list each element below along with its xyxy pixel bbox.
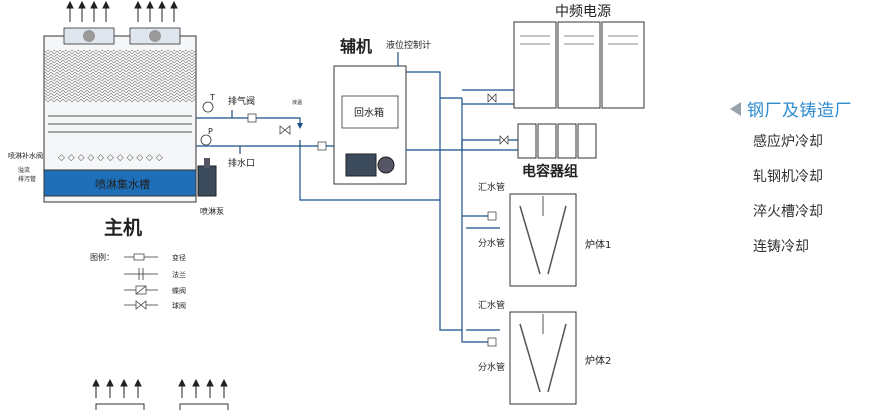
furnace-2 — [509, 311, 577, 405]
legend-item-flange: 法兰 — [172, 270, 186, 279]
split-pipe-1-label: 分水管 — [478, 237, 505, 249]
temp-gauge-label: T — [209, 93, 215, 102]
main-unit-label: 主机 — [104, 217, 142, 239]
distribution-pipes — [397, 52, 518, 347]
capacitor-group — [517, 123, 597, 159]
exhaust-arrows-top — [66, 0, 178, 22]
panel-item-continuous-casting: 连铸冷却 — [753, 239, 809, 255]
pressure-gauge-label: P — [208, 127, 213, 136]
aux-unit — [333, 65, 407, 185]
svg-text:◇ ◇ ◇ ◇ ◇ ◇ ◇ ◇ ◇ ◇ ◇: ◇ ◇ ◇ ◇ ◇ ◇ ◇ ◇ ◇ ◇ ◇ — [58, 153, 163, 163]
main-unit-tower: ◇ ◇ ◇ ◇ ◇ ◇ ◇ ◇ ◇ ◇ ◇ — [43, 27, 197, 203]
return-tank-label: 回水箱 — [354, 106, 384, 119]
split-pipe-2-label: 分水管 — [478, 361, 505, 373]
legend-item-reducer: 变径 — [172, 253, 186, 262]
spray-pump-label: 喷淋泵 — [200, 206, 224, 216]
power-supply-cabinets — [513, 21, 645, 109]
spray-pump-icon — [197, 158, 217, 197]
legend-item-butterfly-valve: 蝶阀 — [172, 286, 186, 295]
furnace-1-label: 炉体1 — [585, 239, 611, 251]
small-label: 液温 — [292, 99, 302, 106]
panel-title: 钢厂及铸造厂 — [747, 101, 852, 121]
panel-header: 钢厂及铸造厂 — [730, 96, 880, 121]
main-pipes — [196, 110, 440, 201]
triangle-left-icon — [730, 101, 741, 116]
temp-gauge-icon — [202, 101, 214, 113]
panel-item-rolling-mill: 轧钢机冷却 — [753, 169, 823, 185]
furnace-1 — [509, 193, 577, 287]
collect-pipe-1-label: 汇水管 — [478, 181, 505, 193]
power-supply-label: 中频电源 — [555, 4, 611, 20]
exhaust-arrows-bottom — [92, 378, 229, 410]
spray-makeup-label: 喷淋补水阀 — [8, 151, 43, 160]
panel-item-quench-tank: 淬火槽冷却 — [753, 204, 823, 220]
pressure-gauge-icon — [200, 134, 212, 146]
butterfly-valve-icon — [247, 113, 257, 123]
aux-unit-label: 辅机 — [340, 37, 372, 56]
butterfly-valve-icon — [317, 141, 327, 151]
collect-pipe-2-label: 汇水管 — [478, 299, 505, 311]
panel-item-induction-furnace: 感应炉冷却 — [753, 134, 823, 150]
level-controller-label: 液位控制计 — [386, 39, 431, 51]
spray-tank-label: 喷淋集水槽 — [95, 177, 150, 191]
drain-pipe-label: 排污管 — [18, 175, 36, 183]
circulation-pump-icon — [345, 153, 377, 177]
furnace-2-label: 炉体2 — [585, 355, 611, 367]
drain-port-label: 排水口 — [228, 157, 255, 169]
legend: 图例： 变径 法兰 蝶阀 球阀 — [90, 252, 186, 310]
application-panel: 钢厂及铸造厂 感应炉冷却 轧钢机冷却 淬火槽冷却 连铸冷却 — [730, 96, 880, 271]
exhaust-valve-label: 排气阀 — [228, 95, 255, 107]
legend-item-ball-valve: 球阀 — [172, 301, 186, 310]
ball-valve-icon — [279, 125, 291, 135]
overflow-label: 溢流 — [18, 166, 30, 174]
legend-title: 图例： — [90, 252, 114, 262]
capacitor-group-label: 电容器组 — [522, 163, 578, 180]
